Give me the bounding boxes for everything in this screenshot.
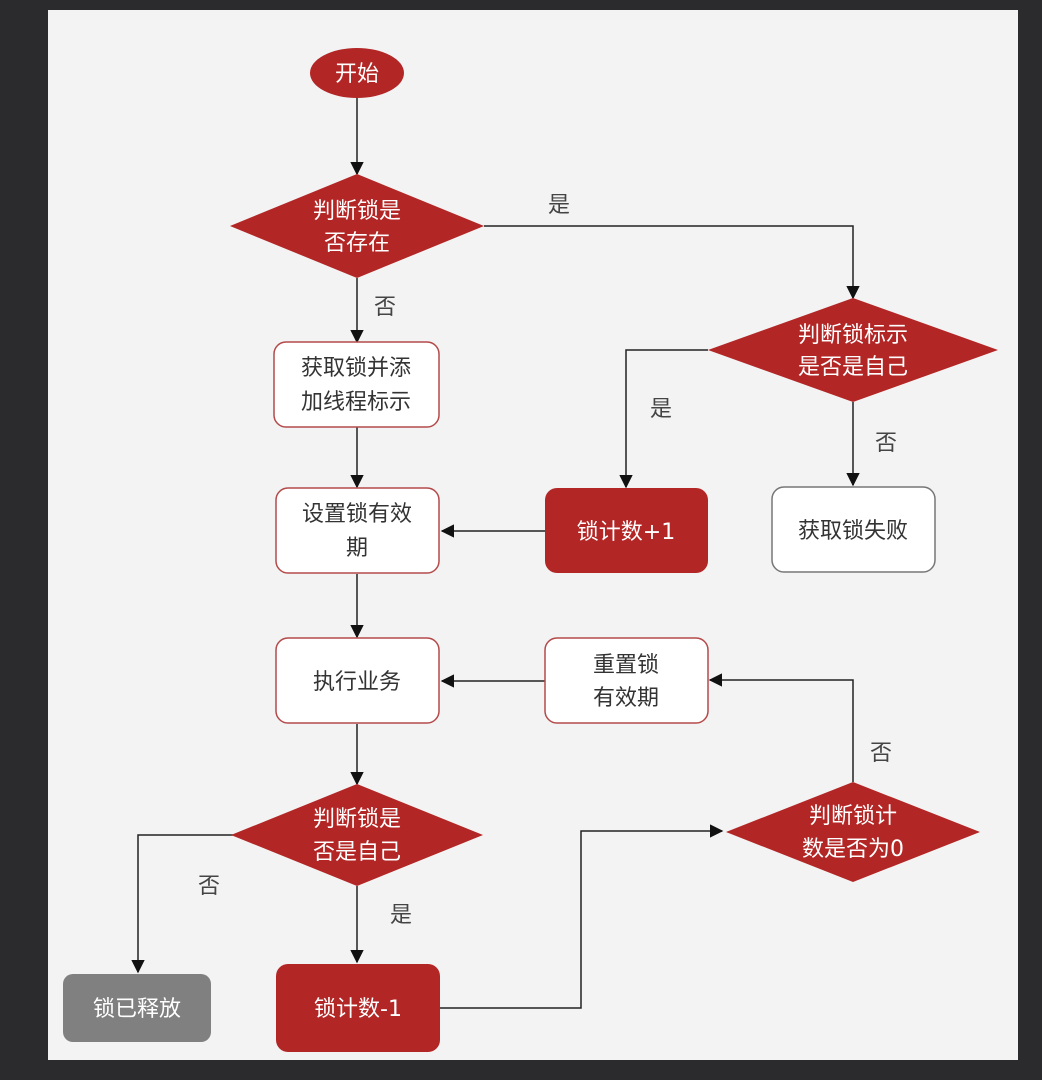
decision-owner-check: 判断锁标示 是否是自己: [708, 298, 998, 402]
process-box: [545, 488, 708, 573]
process-execute: 执行业务: [275, 637, 440, 724]
decision-label-line1: 判断锁计: [809, 804, 897, 829]
process-box: [276, 964, 440, 1052]
process-label: 锁计数+1: [577, 520, 675, 545]
decision-diamond: [708, 298, 998, 402]
process-reset-expiry: 重置锁 有效期: [544, 637, 709, 724]
decision-diamond: [231, 784, 483, 886]
decision-label-line1: 判断锁标示: [798, 323, 908, 348]
process-label-line1: 重置锁: [593, 653, 659, 678]
decision-diamond: [726, 782, 980, 882]
edge-labels: 是 否 是 否 否 否 是: [198, 193, 897, 928]
edge-zero-no: [708, 673, 854, 782]
process-released: 锁已释放: [63, 974, 211, 1042]
process-label: 锁计数-1: [314, 997, 402, 1022]
decision-label-line2: 是否是自己: [798, 355, 908, 380]
start-node: 开始: [310, 48, 404, 98]
decision-label-line1: 判断锁是: [313, 199, 401, 224]
process-acquire-lock: 获取锁并添 加线程标示: [273, 341, 440, 428]
process-count-plus: 锁计数+1: [545, 488, 708, 573]
label-exists-no: 否: [374, 295, 396, 320]
decision-label-line2: 否是自己: [313, 840, 401, 865]
start-label: 开始: [335, 62, 379, 87]
process-fail: 获取锁失败: [771, 486, 936, 573]
decision-label-line2: 数是否为0: [802, 837, 904, 862]
process-label: 锁已释放: [93, 997, 181, 1022]
decision-lock-exists: 判断锁是 否存在: [230, 174, 484, 278]
decision-label-line1: 判断锁是: [313, 807, 401, 832]
process-set-expiry: 设置锁有效 期: [275, 487, 440, 574]
edge-minus-to-zero: [440, 824, 724, 1009]
edge-owner-yes: [619, 349, 708, 489]
process-label: 获取锁失败: [798, 519, 908, 544]
process-box: [275, 637, 440, 724]
process-label-line2: 加线程标示: [301, 390, 411, 415]
process-box: [63, 974, 211, 1042]
process-box: [771, 486, 936, 573]
process-label-line2: 期: [346, 536, 368, 561]
process-box: [544, 637, 709, 724]
label-zero-no: 否: [870, 741, 892, 766]
label-self-yes: 是: [390, 903, 412, 928]
process-label-line1: 获取锁并添: [301, 356, 411, 381]
start-ellipse: [310, 48, 404, 98]
label-exists-yes: 是: [548, 193, 570, 218]
edge-exists-yes: [484, 225, 860, 300]
label-self-no: 否: [198, 874, 220, 899]
edge-self-no: [131, 834, 233, 974]
decision-label-line2: 否存在: [324, 231, 390, 256]
process-count-minus: 锁计数-1: [276, 964, 440, 1052]
edges: [131, 98, 860, 1009]
process-label: 执行业务: [313, 670, 401, 695]
decision-diamond: [230, 174, 484, 278]
decision-count-zero: 判断锁计 数是否为0: [726, 782, 980, 882]
label-owner-yes: 是: [650, 397, 672, 422]
decision-is-self: 判断锁是 否是自己: [231, 784, 483, 886]
process-box: [273, 341, 440, 428]
process-box: [275, 487, 440, 574]
label-owner-no: 否: [875, 431, 897, 456]
process-label-line2: 有效期: [593, 686, 659, 711]
process-label-line1: 设置锁有效: [302, 502, 412, 527]
